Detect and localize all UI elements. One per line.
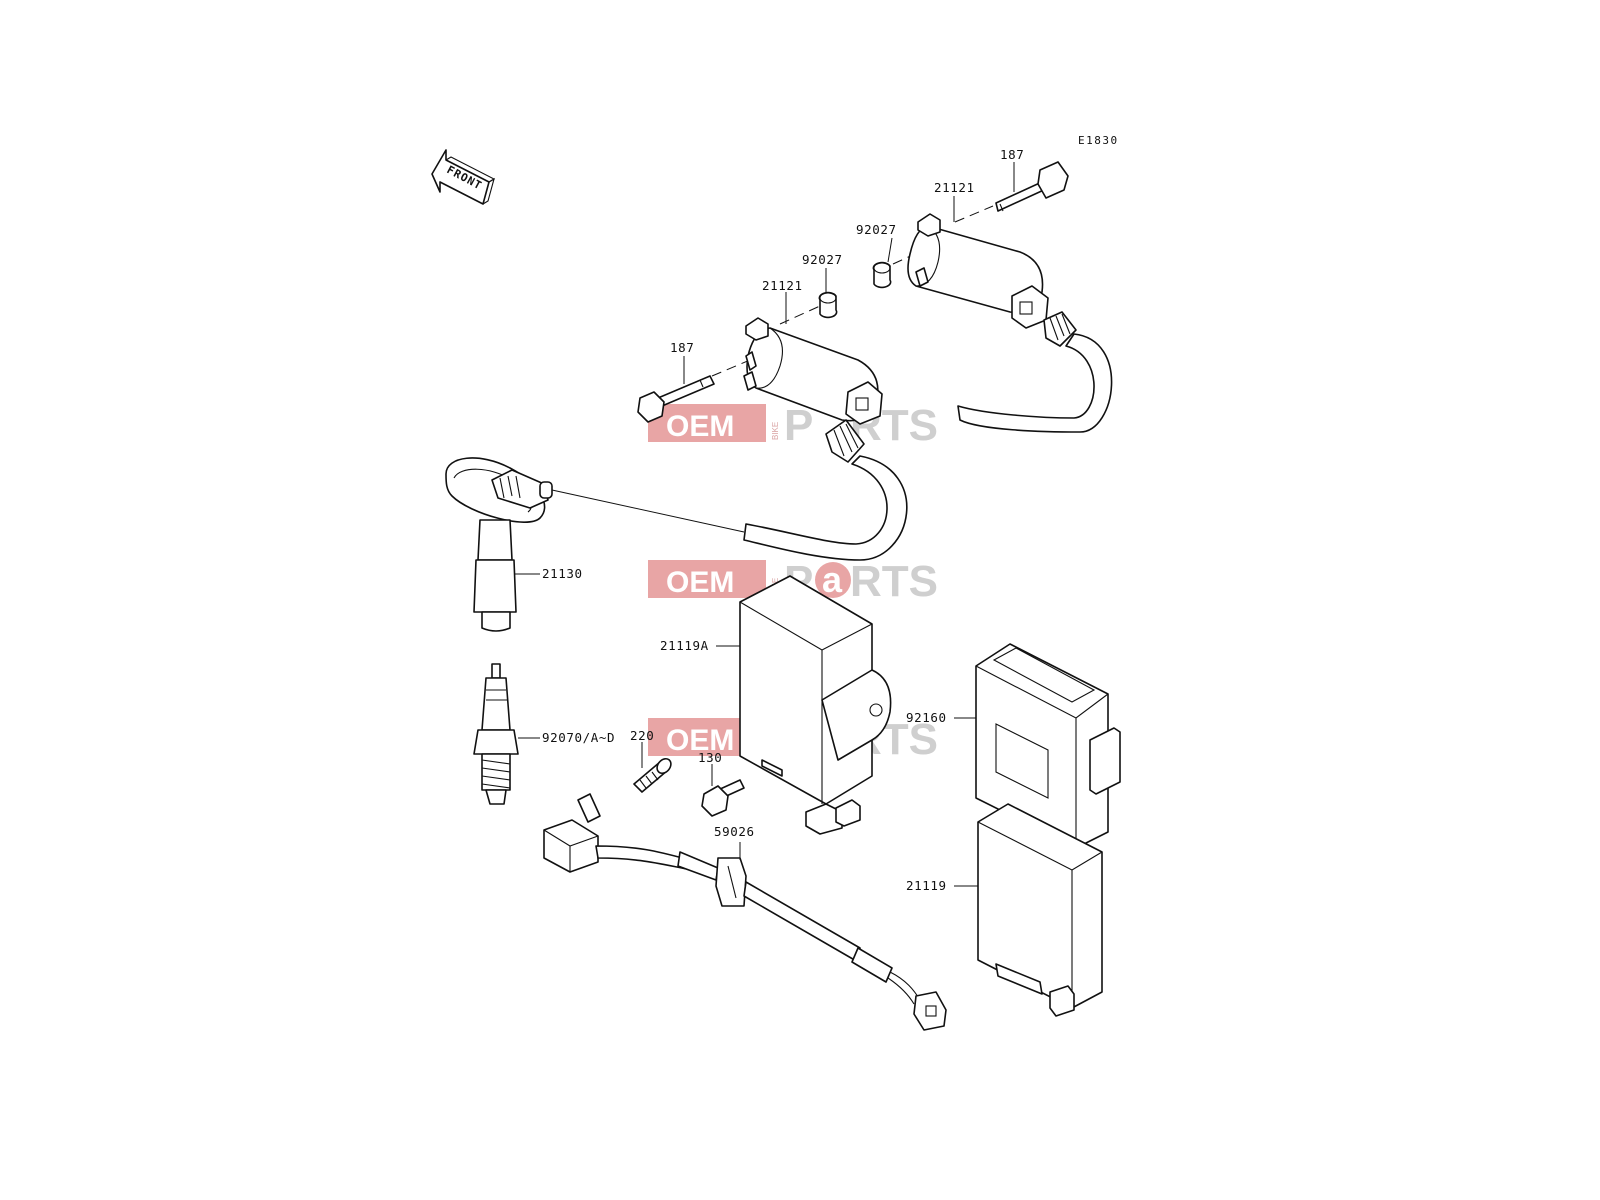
watermark-oem: OEM [666,724,734,757]
label-59026: 59026 [714,824,755,839]
bolt-187-right [995,161,1069,212]
stick-coil-21130 [445,457,553,632]
front-arrow-icon: FRONT [431,149,496,205]
label-92027-left: 92027 [802,252,843,267]
spacer-92027-right [872,261,892,289]
label-187-right: 187 [1000,147,1024,162]
watermark-bike: BIKE [771,422,780,440]
label-92070: 92070/A~D [542,730,615,745]
spacer-92027-left [818,291,838,319]
watermark-rts: RTS [850,557,938,606]
label-21121-right: 21121 [934,180,975,195]
watermark-p: P [784,401,813,450]
spark-plug-92070 [473,663,540,805]
label-21121-left: 21121 [762,278,803,293]
label-220: 220 [630,728,654,743]
ignition-coil-left [551,291,908,561]
label-130: 130 [698,750,722,765]
screw-220 [633,742,672,793]
label-21119: 21119 [906,878,947,893]
watermark-a: a [822,559,843,600]
igniter-21119A [716,575,892,835]
label-92027-right: 92027 [856,222,897,237]
bolt-187-left [637,375,715,423]
watermark-top: OEM BIKE P RTS [648,401,938,450]
label-21130: 21130 [542,566,583,581]
leader-92027-right [887,237,893,263]
label-21119A: 21119A [660,638,709,653]
label-92160: 92160 [906,710,947,725]
watermark-oem: OEM [666,566,734,599]
sensor-harness [543,793,947,1031]
diagram-ref-code: E1830 [1078,134,1119,147]
label-187-left: 187 [670,340,694,355]
case-92160 [954,643,1121,849]
watermark-oem: OEM [666,410,734,443]
clamp-59026 [715,857,747,907]
igniter-21119 [954,803,1103,1017]
ignition-coil-right [872,161,1113,433]
bolt-130 [701,764,745,817]
